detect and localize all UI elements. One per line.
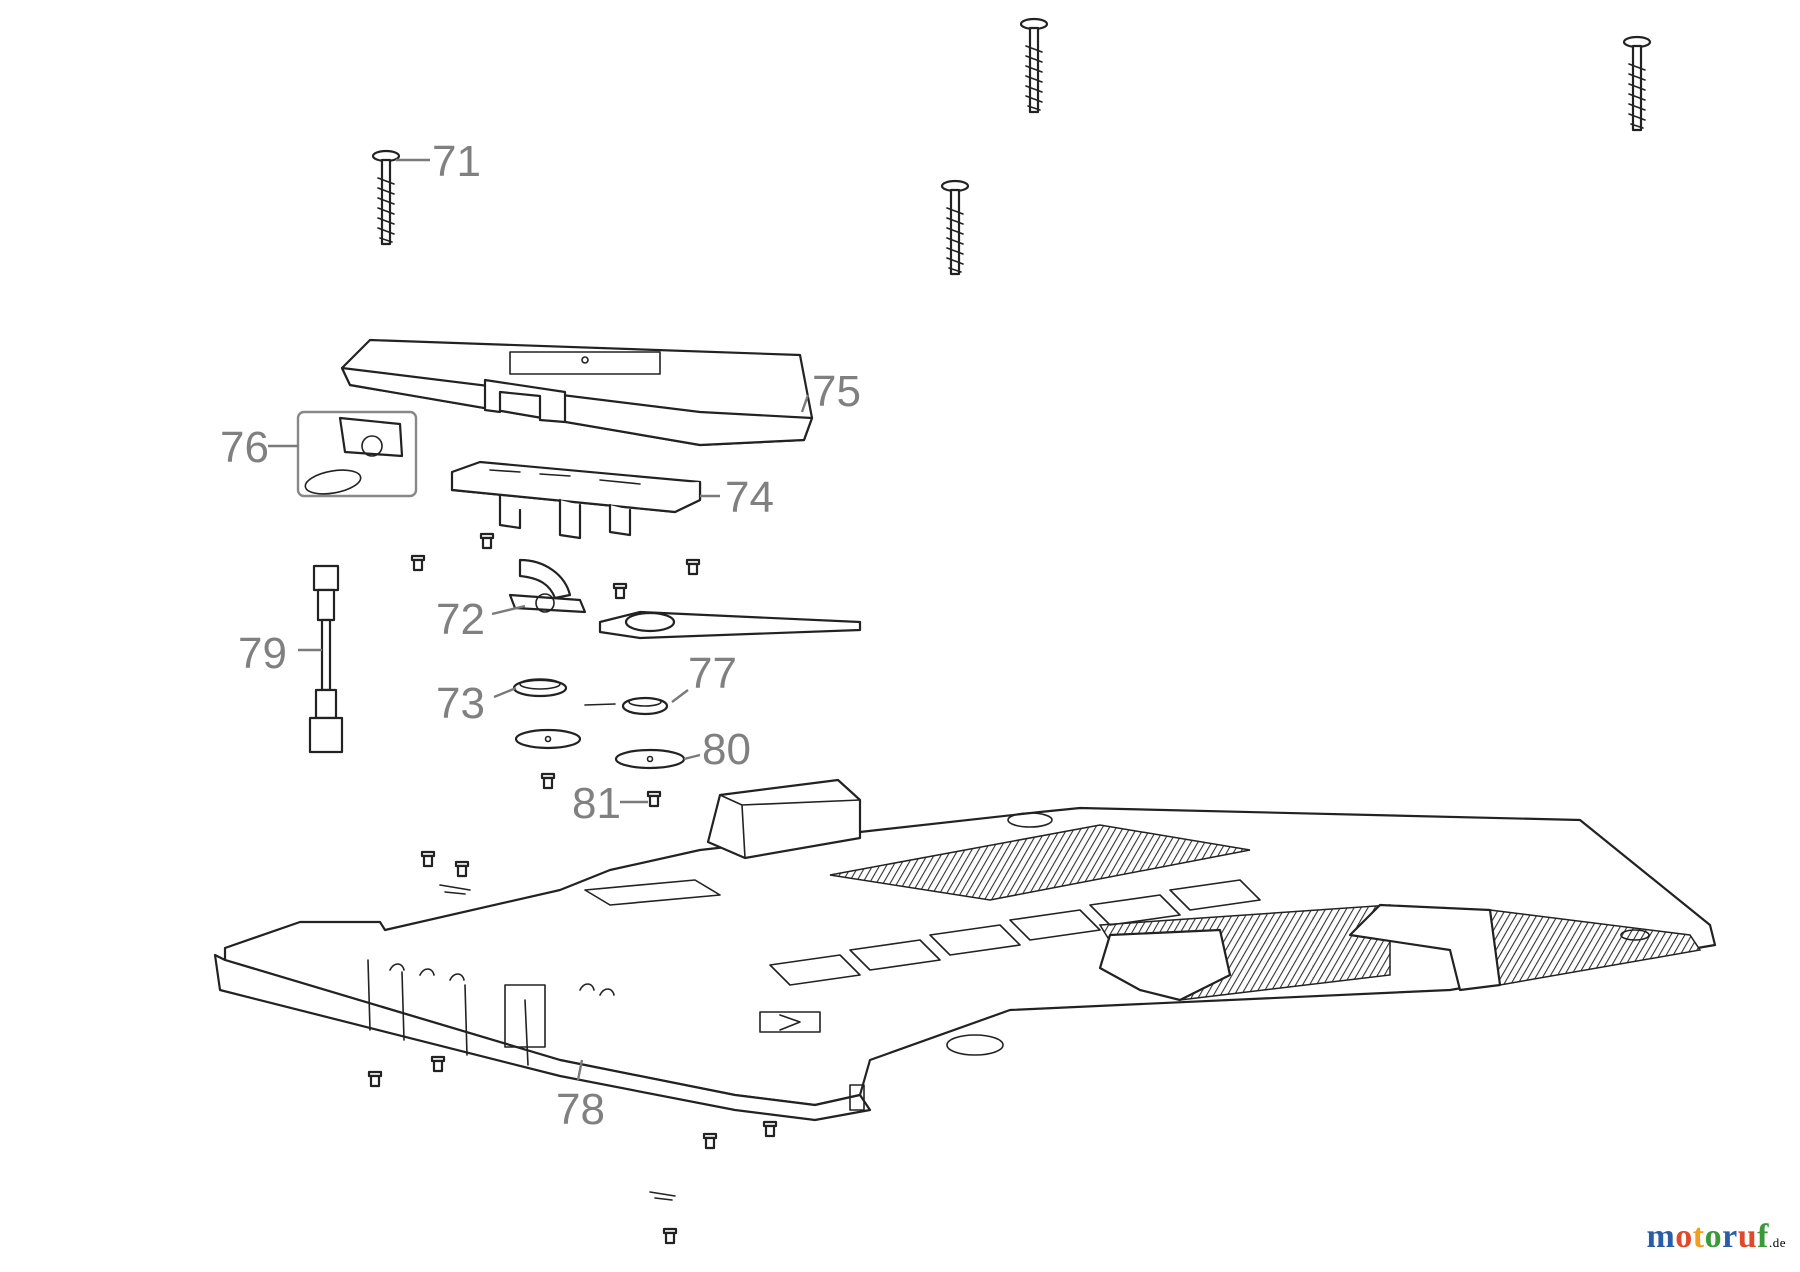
watermark-letter: u [1737,1218,1758,1255]
spring-part-73 [512,678,568,698]
callout-73: 73 [436,679,485,728]
watermark-letter: f [1757,1218,1769,1255]
screw-71-a [371,149,401,246]
callout-71: 71 [432,137,481,186]
board-part-74 [450,460,702,540]
washer-part-80-a [514,728,582,750]
washer-part-80-b [614,748,686,770]
pin-set [367,532,778,1245]
callout-80: 80 [702,725,751,774]
screw-71-d [1622,35,1652,132]
callout-74: 74 [725,473,774,522]
motoruf-watermark: motoruf.de [1646,1218,1786,1256]
watermark-letter: r [1722,1218,1738,1255]
lever-part [598,610,862,640]
watermark-suffix: .de [1768,1235,1786,1250]
base-part-78 [213,778,1717,1122]
callout-81: 81 [572,779,621,828]
spring-part-77 [584,696,669,716]
cover-part-75 [340,338,814,447]
kit-part-76 [296,410,418,498]
watermark-letter: o [1675,1218,1693,1255]
callout-77: 77 [688,649,737,698]
screw-71-c [1019,17,1049,114]
callout-79: 79 [238,629,287,678]
cable-part-79 [308,564,344,754]
watermark-letter: m [1646,1218,1676,1255]
callout-78: 78 [556,1085,605,1134]
watermark-letter: o [1704,1218,1723,1255]
leader-lines [268,158,810,1081]
watermark-letters: motoruf [1646,1218,1769,1255]
callout-76: 76 [220,423,269,472]
screw-71-b [940,179,970,276]
callout-72: 72 [436,595,485,644]
callout-75: 75 [812,367,861,416]
watermark-letter: t [1692,1218,1705,1255]
callout-labels: 71 75 76 74 72 79 73 77 80 81 78 [220,137,861,1134]
bracket-part-72 [508,558,587,614]
